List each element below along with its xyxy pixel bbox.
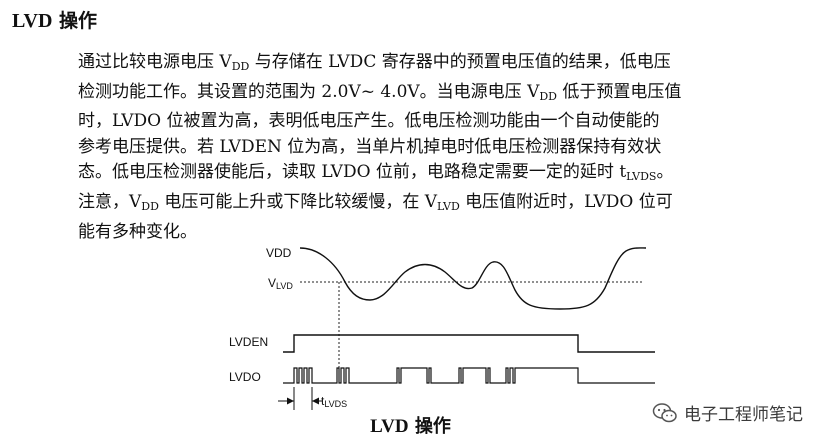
- tlvds-label: tLVDS: [321, 394, 347, 409]
- watermark: 电子工程师笔记: [652, 400, 803, 425]
- wechat-icon: [652, 402, 677, 422]
- figure-caption: LVD 操作: [370, 416, 451, 437]
- vdd-waveform: [299, 247, 647, 310]
- tlvds-right-arrowhead: [312, 397, 319, 405]
- para-line-3: 时，LVDO 位被置为高，表明低电压产生。低电压检测功能由一个自动使能的: [78, 111, 660, 132]
- lvdo-label: LVDO: [229, 370, 261, 384]
- description-paragraph: 通过比较电源电压 VDD 与存储在 LVDC 寄存器中的预置电压值的结果，低电压…: [78, 50, 808, 245]
- para-line-4: 参考电压提供。若 LVDEN 位为高，当单片机掉电时低电压检测器保持有效状: [78, 136, 662, 157]
- tlvds-left-arrowhead: [287, 397, 294, 405]
- vlvd-label: VLVD: [268, 276, 293, 291]
- para-line-5: 态。低电压检测器使能后，读取 LVDO 位前，电路稳定需要一定的延时 tLVDS…: [78, 162, 674, 184]
- vdd-label: VDD: [266, 246, 292, 260]
- para-line-1: 通过比较电源电压 VDD 与存储在 LVDC 寄存器中的预置电压值的结果，低电压: [78, 52, 671, 73]
- watermark-text: 电子工程师笔记: [684, 405, 803, 425]
- heading-cn: 操作: [52, 10, 98, 32]
- para-line-6: 注意，VDD 电压可能上升或下降比较缓慢，在 VLVD 电压值附近时，LVDO …: [78, 191, 673, 213]
- para-line-2: 检测功能工作。其设置的范围为 2.0V~ 4.0V。当电源电压 VDD 低于预置…: [78, 81, 682, 103]
- lvden-label: LVDEN: [229, 335, 268, 349]
- lvdo-waveform: [283, 367, 655, 384]
- heading-latin: LVD: [12, 10, 53, 32]
- section-heading: LVD 操作: [12, 6, 97, 33]
- para-line-7: 能有多种变化。: [78, 221, 197, 242]
- lvden-waveform: [283, 334, 655, 353]
